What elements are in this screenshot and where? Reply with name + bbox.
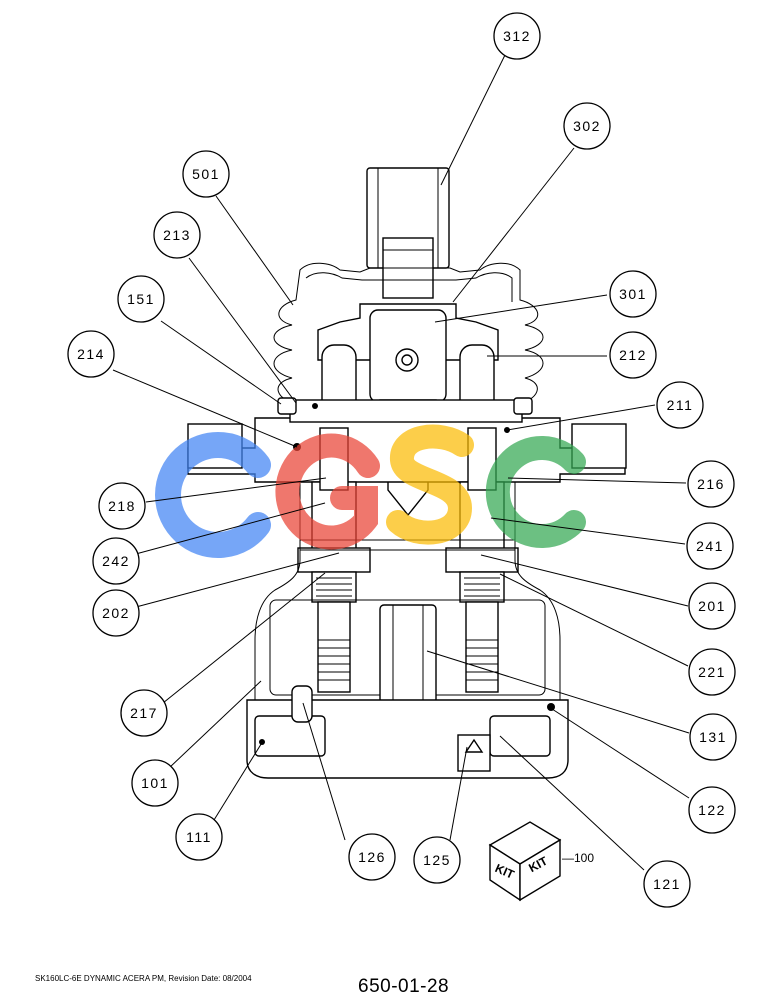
callout-241: 241 [686,522,734,570]
svg-text:301: 301 [619,286,647,302]
svg-text:214: 214 [77,346,105,362]
svg-text:241: 241 [696,538,724,554]
svg-text:151: 151 [127,291,155,307]
watermark-letter-c-green [485,436,586,548]
svg-text:216: 216 [697,476,725,492]
callout-214: 214 [67,330,115,378]
leader-lines [112,54,690,871]
callout-213: 213 [153,211,201,259]
footer-caption: SK160LC-6E DYNAMIC ACERA PM, Revision Da… [35,974,252,983]
callout-202: 202 [92,589,140,637]
cgsc-watermark [155,424,586,558]
svg-text:217: 217 [130,705,158,721]
svg-text:312: 312 [503,28,531,44]
callout-217: 217 [120,689,168,737]
callout-212: 212 [609,331,657,379]
svg-text:101: 101 [141,775,169,791]
callout-201: 201 [688,582,736,630]
svg-text:121: 121 [653,876,681,892]
callout-151: 151 [117,275,165,323]
callout-125: 125 [413,836,461,884]
callout-111: 111 [175,813,223,861]
svg-text:213: 213 [163,227,191,243]
svg-text:131: 131 [699,729,727,745]
callout-218: 218 [98,482,146,530]
callout-122: 122 [688,786,736,834]
callout-121: 121 [643,860,691,908]
svg-text:202: 202 [102,605,130,621]
svg-text:302: 302 [573,118,601,134]
callout-211: 211 [656,381,704,429]
kit-box-icon: KIT KIT —100 [488,821,594,902]
svg-text:125: 125 [423,852,451,868]
svg-text:242: 242 [102,553,130,569]
watermark-letter-s-yellow [386,424,474,545]
callout-221: 221 [688,648,736,696]
svg-text:221: 221 [698,664,726,680]
svg-text:212: 212 [619,347,647,363]
callout-302: 302 [563,102,611,150]
svg-text:211: 211 [667,397,694,413]
svg-text:201: 201 [698,598,726,614]
callout-101: 101 [131,759,179,807]
svg-text:122: 122 [698,802,726,818]
svg-text:126: 126 [358,849,386,865]
watermark-letter-c-blue [155,432,271,558]
kit-reference: —100 [562,851,594,865]
callout-216: 216 [687,460,735,508]
callout-301: 301 [609,270,657,318]
svg-text:111: 111 [186,829,212,845]
callout-501: 501 [182,150,230,198]
svg-text:501: 501 [192,166,220,182]
svg-text:218: 218 [108,498,136,514]
watermark-letter-g-red [275,433,380,550]
callout-126: 126 [348,833,396,881]
callout-242: 242 [92,537,140,585]
page-number: 650-01-28 [358,976,450,997]
callout-312: 312 [493,12,541,60]
callout-131: 131 [689,713,737,761]
